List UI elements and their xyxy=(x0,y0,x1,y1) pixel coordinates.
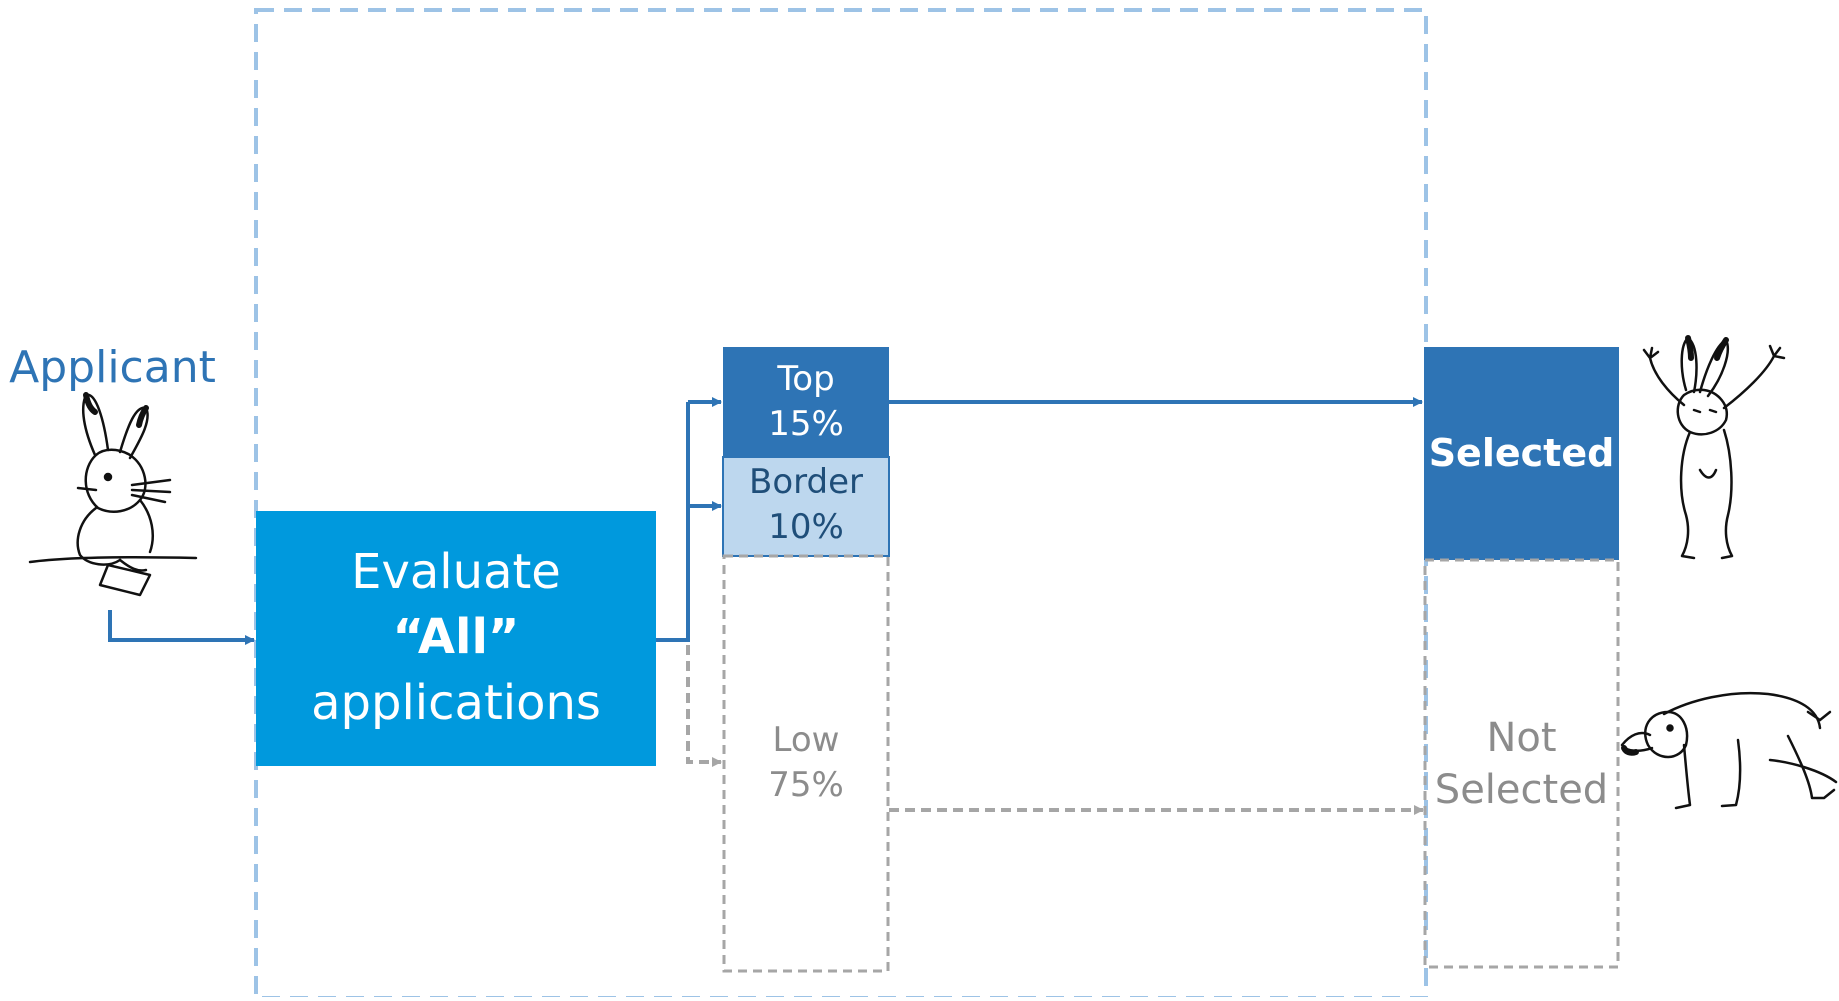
rabbit-writing-icon xyxy=(28,392,198,597)
border-tier-name: Border xyxy=(749,462,863,502)
top-tier-name: Top xyxy=(777,359,835,399)
not-selected-line-1: Not xyxy=(1486,715,1557,761)
evaluate-branch-line xyxy=(656,402,690,642)
applicant-label: Applicant xyxy=(9,342,216,393)
top-tier-pct: 15% xyxy=(768,403,844,444)
rabbit-cheering-icon xyxy=(1642,335,1786,560)
not-selected-label: Not Selected xyxy=(1424,712,1619,816)
border-tier-pct: 10% xyxy=(768,506,844,547)
evaluate-line-2: “All” xyxy=(392,609,520,666)
applicant-to-evaluate-arrow xyxy=(108,610,255,645)
not-selected-line-2: Selected xyxy=(1434,767,1609,813)
evaluate-line-1: Evaluate xyxy=(351,544,561,600)
low-tier-box xyxy=(722,554,890,973)
low-tier-name: Low xyxy=(772,720,840,760)
low-tier-pct: 75% xyxy=(768,764,844,805)
rabbit-crouching-icon xyxy=(1620,691,1838,810)
evaluate-label: Evaluate “All” applications xyxy=(256,540,656,736)
top-tier-label: Top 15% xyxy=(723,357,889,447)
selected-label: Selected xyxy=(1428,431,1615,475)
evaluate-box xyxy=(256,511,656,766)
top-tier-box xyxy=(723,347,889,457)
border-tier-label: Border 10% xyxy=(723,460,889,550)
selected-box xyxy=(1424,347,1619,560)
border-tier-box xyxy=(722,456,890,557)
low-tier-label: Low 75% xyxy=(723,718,889,808)
evaluate-to-low-arrow xyxy=(686,645,722,767)
evaluate-line-3: applications xyxy=(311,674,601,731)
not-selected-box xyxy=(1423,558,1620,969)
